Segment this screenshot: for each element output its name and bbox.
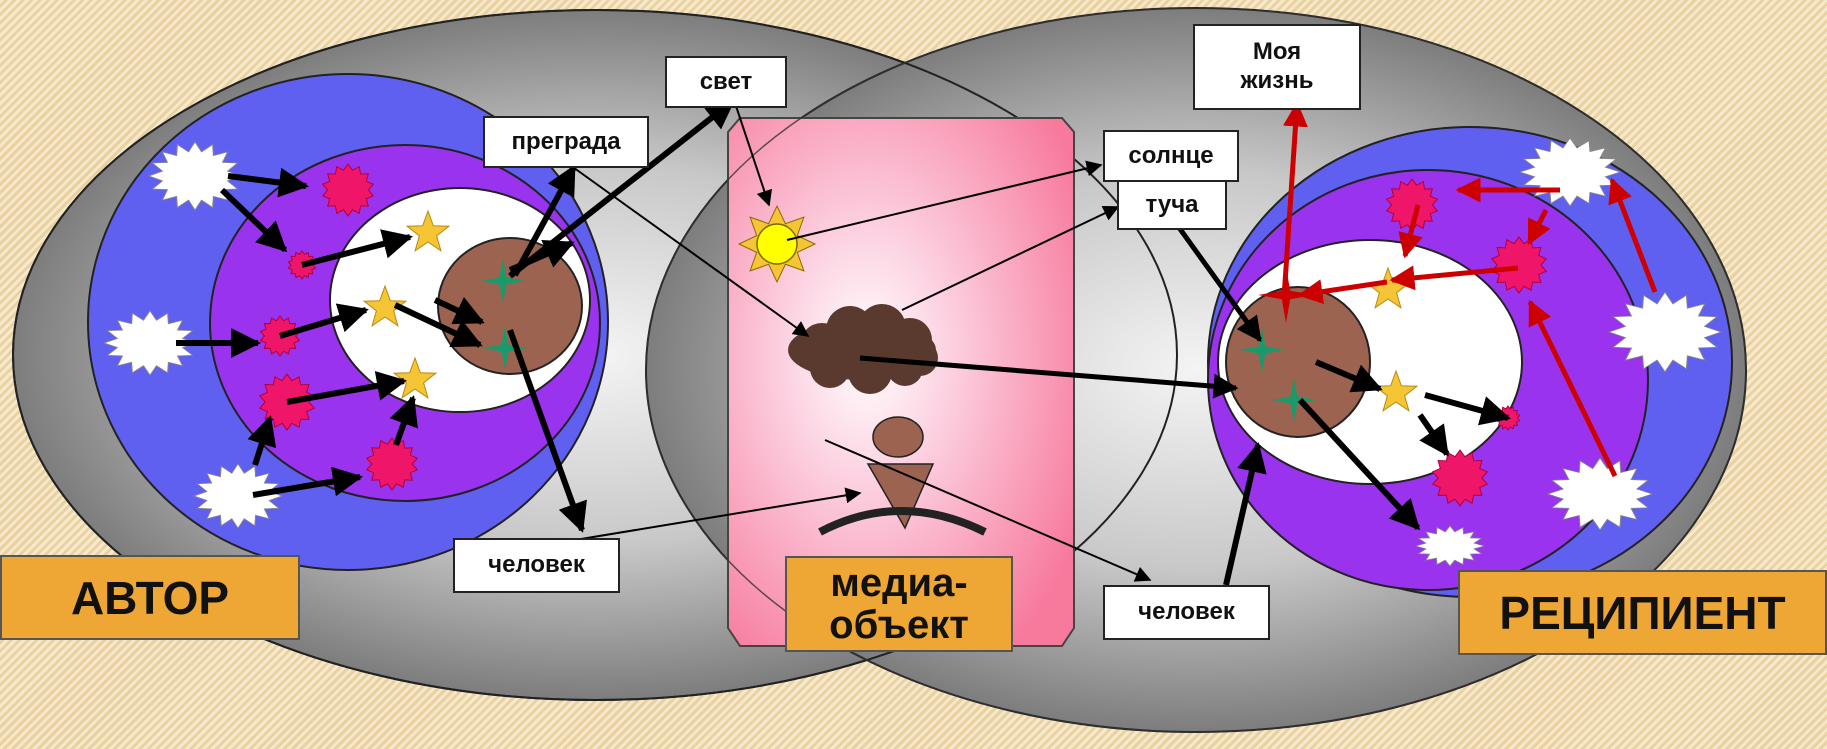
author-label: АВТОР [0, 555, 300, 640]
white-burst-icon [1609, 292, 1721, 372]
label-sun: солнце [1103, 130, 1239, 182]
author-core [438, 238, 582, 374]
white-burst-icon [1520, 138, 1620, 206]
label-person-left: человек [453, 538, 620, 593]
label-person-right: человек [1103, 585, 1270, 640]
label-my-life: Моя жизнь [1193, 24, 1361, 110]
white-burst-icon [1416, 526, 1484, 566]
label-light: свет [665, 56, 787, 108]
sun-icon [739, 206, 815, 282]
label-barrier: преграда [483, 116, 649, 168]
label-my-life-line2: жизнь [1241, 67, 1314, 96]
white-burst-icon [1548, 458, 1652, 530]
media-object-label: медиа- объект [785, 556, 1013, 652]
media-label-line1: медиа- [830, 562, 967, 604]
white-burst-icon [149, 142, 241, 210]
media-label-line2: объект [829, 604, 969, 646]
label-cloud: туча [1117, 180, 1227, 230]
recipient-core [1226, 287, 1370, 437]
recipient-label: РЕЦИПИЕНТ [1458, 570, 1827, 655]
white-burst-icon [194, 464, 282, 528]
label-my-life-line1: Моя [1253, 38, 1301, 67]
